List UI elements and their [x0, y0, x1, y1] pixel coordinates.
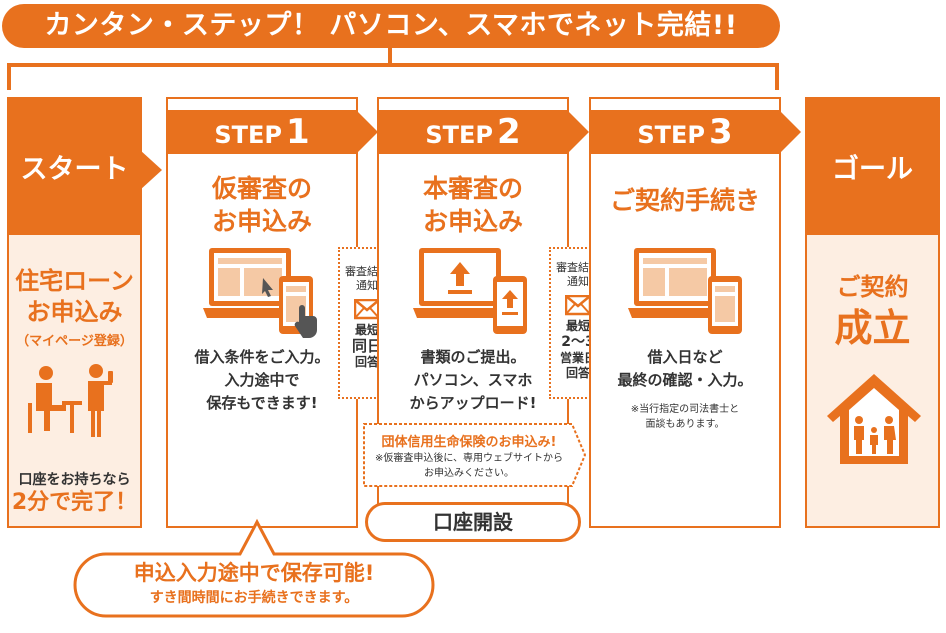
step3-description: 借入日など 最終の確認・入力。 — [617, 348, 753, 389]
step1-arrow-icon — [356, 110, 378, 154]
step2-description: 書類のご提出。 パソコン、スマホ からアップロード! — [409, 348, 537, 412]
upload-device-icon — [413, 248, 527, 334]
contract-device-icon — [628, 248, 742, 334]
goal-title-small: ご契約 — [836, 273, 909, 301]
insurance-arrow-box — [363, 423, 587, 487]
page-title: カンタン・ステップ！ パソコン、スマホでネット完結!! — [2, 4, 780, 48]
laptop-phone-icon — [203, 248, 317, 338]
goal-heading: ゴール — [805, 97, 940, 235]
bracket-left-leg — [7, 63, 11, 90]
bracket-stem — [388, 48, 392, 65]
step3-title: ご契約手続き — [609, 186, 760, 215]
callout-subtitle: すき間時間にお手続きできます。 — [149, 590, 359, 606]
start-note: 口座をお持ちなら — [18, 472, 131, 488]
bracket-line — [7, 63, 778, 67]
start-heading: スタート — [7, 97, 142, 235]
callout-title: 申込入力途中で保存可能! — [133, 561, 375, 585]
mail-icon — [565, 295, 591, 316]
step3-note: ※当行指定の司法書士と 面談もあります。 — [630, 404, 740, 430]
step1-title: 仮審査の お申込み — [211, 174, 312, 236]
insurance-title: 団体信用生命保険のお申込み! — [381, 435, 557, 450]
start-subtitle: （マイページ登録） — [16, 334, 133, 349]
bracket-right-leg — [775, 63, 779, 90]
start-title: 住宅ローン お申込み — [15, 267, 134, 326]
step2-arrow-icon — [567, 110, 589, 154]
step2-title: 本審査の お申込み — [422, 174, 523, 236]
account-opening-badge: 口座開設 — [365, 502, 581, 542]
insurance-note: ※仮審査申込後に、専用ウェブサイトから お申込みください。 — [374, 453, 564, 479]
house-family-icon — [827, 374, 921, 464]
start-highlight: 2分で完了！ — [11, 490, 138, 515]
start-arrow-icon — [140, 150, 162, 190]
start-column: スタート — [7, 97, 142, 528]
callout-bubble — [73, 518, 435, 618]
people-at-desk-icon — [28, 364, 113, 437]
step3-arrow-icon — [779, 110, 801, 154]
goal-title-large: 成立 — [834, 306, 911, 350]
step1-description: 借入条件をご入力。 入力途中で 保存もできます! — [194, 348, 330, 412]
